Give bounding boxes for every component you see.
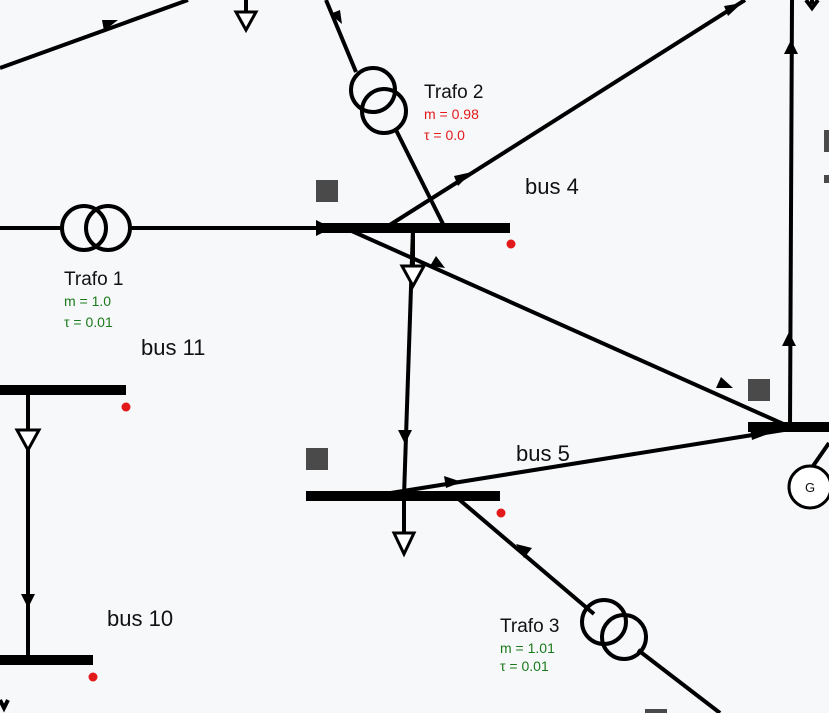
trafo-3-m: m = 1.01 [500, 640, 555, 656]
arrow-bus4-ne-1 [454, 172, 472, 186]
marker-square-bus4[interactable] [316, 180, 338, 202]
arrow-bus5-trafo3 [516, 544, 532, 558]
line-trafo2-top[interactable] [324, 0, 358, 73]
trafo-3-coil-b [600, 613, 648, 661]
marker-square-right-small[interactable] [824, 175, 829, 183]
load-bus4-icon[interactable] [399, 264, 427, 290]
trafo-1-coil-b [84, 204, 132, 252]
marker-square-bottom[interactable] [645, 709, 667, 713]
trafo-3-tau: τ = 0.01 [500, 658, 549, 674]
trafo-1-symbol[interactable] [60, 204, 132, 252]
line-bus5-bus6[interactable] [371, 427, 791, 498]
arrow-bus4-bus5 [398, 430, 412, 444]
bus-11-label: bus 11 [141, 335, 205, 360]
arrow-bus6-up-1 [784, 40, 798, 54]
status-dot-bus11 [121, 402, 131, 412]
line-bus4-bus6[interactable] [344, 226, 791, 429]
trafo-2-coil-b [360, 87, 408, 135]
arrow-trafo2-top [330, 10, 342, 24]
status-dot-bus5 [496, 508, 506, 518]
trafo-2-tau: τ = 0.0 [424, 127, 465, 143]
load-topright-icon[interactable] [804, 0, 820, 12]
arrow-bus11-bus10 [21, 594, 35, 608]
line-bus6-gen[interactable] [811, 441, 829, 468]
marker-square-bus5[interactable] [306, 448, 328, 470]
trafo-2-symbol[interactable] [349, 66, 408, 135]
bus-10-label: bus 10 [107, 606, 173, 631]
load-bus5-icon[interactable] [391, 531, 417, 558]
status-dot-bus4 [506, 239, 516, 249]
status-dot-bus10 [88, 672, 98, 682]
generator-label: G [805, 480, 815, 495]
trafo-1-m: m = 1.0 [64, 293, 111, 309]
trafo-1-name: Trafo 1 [64, 269, 124, 290]
arrow-bus5-bus6-1 [444, 476, 462, 488]
trafo-3-symbol[interactable] [580, 598, 648, 661]
line-top-left[interactable] [0, 0, 189, 70]
marker-square-bus6[interactable] [748, 379, 770, 401]
generator-icon[interactable] [787, 464, 829, 510]
load-bus11-icon[interactable] [14, 428, 42, 454]
line-trafo3-out[interactable] [636, 648, 722, 713]
trafo-2-m: m = 0.98 [424, 106, 479, 122]
line-trafo2-bus4[interactable] [394, 129, 447, 229]
arrow-bus4-bus6-1 [430, 256, 445, 268]
arrow-top-left [102, 20, 118, 31]
line-bus6-up[interactable] [788, 0, 794, 428]
load-top-icon[interactable] [233, 10, 259, 34]
trafo-1-coil-a [60, 204, 108, 252]
bus-4-label: bus 4 [525, 174, 579, 199]
trafo-1-tau: τ = 0.01 [64, 314, 113, 330]
trafo-3-name: Trafo 3 [500, 616, 560, 637]
bus-5-label: bus 5 [516, 441, 570, 466]
load-bottomleft-icon[interactable] [0, 699, 10, 713]
marker-square-right[interactable] [824, 130, 829, 152]
arrow-bus4-ne-2 [724, 3, 742, 16]
line-bus4-ne[interactable] [383, 0, 747, 230]
arrow-bus4-bus6-2 [716, 377, 733, 388]
arrow-bus6-up-2 [782, 332, 796, 346]
trafo-2-name: Trafo 2 [424, 82, 484, 103]
